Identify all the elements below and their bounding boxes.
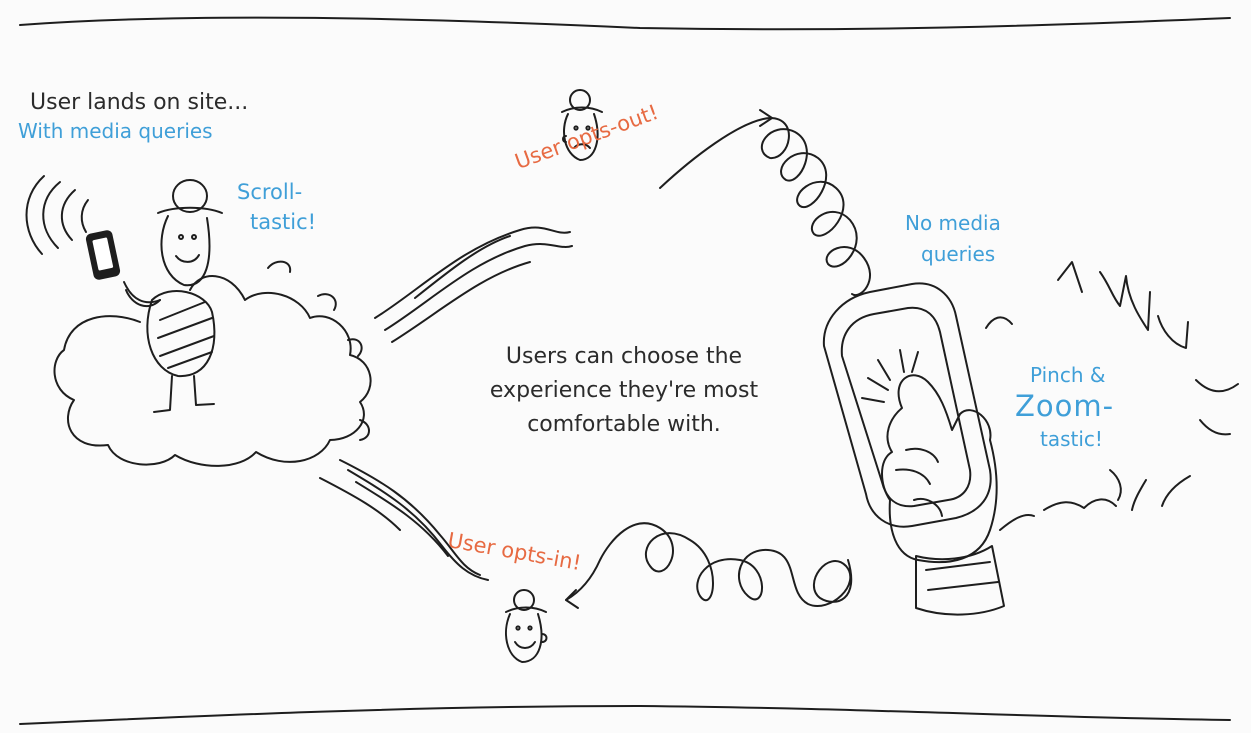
eye-left [179, 235, 183, 239]
top-left-line1: User lands on site... [30, 90, 248, 115]
signal-wave-4 [82, 200, 88, 232]
cloud-curl-2 [318, 294, 336, 310]
top-border-line [20, 18, 1230, 30]
head [161, 216, 209, 285]
center-message-line1: Users can choose the [474, 340, 774, 374]
bottom-border-line [20, 706, 1230, 724]
signal-wave-2 [43, 182, 60, 248]
phone-icon [86, 230, 121, 280]
arm [124, 282, 160, 302]
top-wind-streaks [375, 227, 572, 342]
pinch-label-line1: Pinch & [1030, 364, 1105, 387]
smartphone-icon [824, 283, 991, 526]
leg-right [194, 376, 214, 405]
pinch-label-line2: Zoom- [1015, 390, 1114, 423]
signal-wave-3 [27, 176, 45, 254]
squiggle-arrow-top [660, 118, 870, 295]
no-media-label-line2: queries [921, 243, 995, 266]
leg-left [154, 376, 172, 412]
center-message: Users can choose the experience they're … [474, 340, 774, 442]
center-message-line3: comfortable with. [474, 408, 774, 442]
cloud-curl-1 [268, 262, 290, 272]
pinch-label-line3: tastic! [1040, 428, 1103, 451]
scroll-label-line2: tastic! [250, 210, 316, 234]
cuff [916, 546, 1004, 615]
no-media-label-line1: No media [905, 212, 1001, 235]
squiggle-arrow-bottom [566, 523, 851, 606]
bottom-person-happy [506, 590, 547, 662]
scroll-label-line1: Scroll- [237, 180, 302, 204]
eye-right [192, 235, 196, 239]
scribbled-body [147, 291, 214, 376]
hand-icon [882, 375, 1004, 614]
signal-wave-1 [62, 190, 75, 240]
smile [176, 255, 199, 262]
top-left-line2: With media queries [18, 120, 213, 143]
head-bottom [506, 614, 541, 662]
cloud-outline [55, 276, 371, 466]
bottom-wind-streaks [320, 460, 488, 580]
center-message-line2: experience they're most [474, 374, 774, 408]
